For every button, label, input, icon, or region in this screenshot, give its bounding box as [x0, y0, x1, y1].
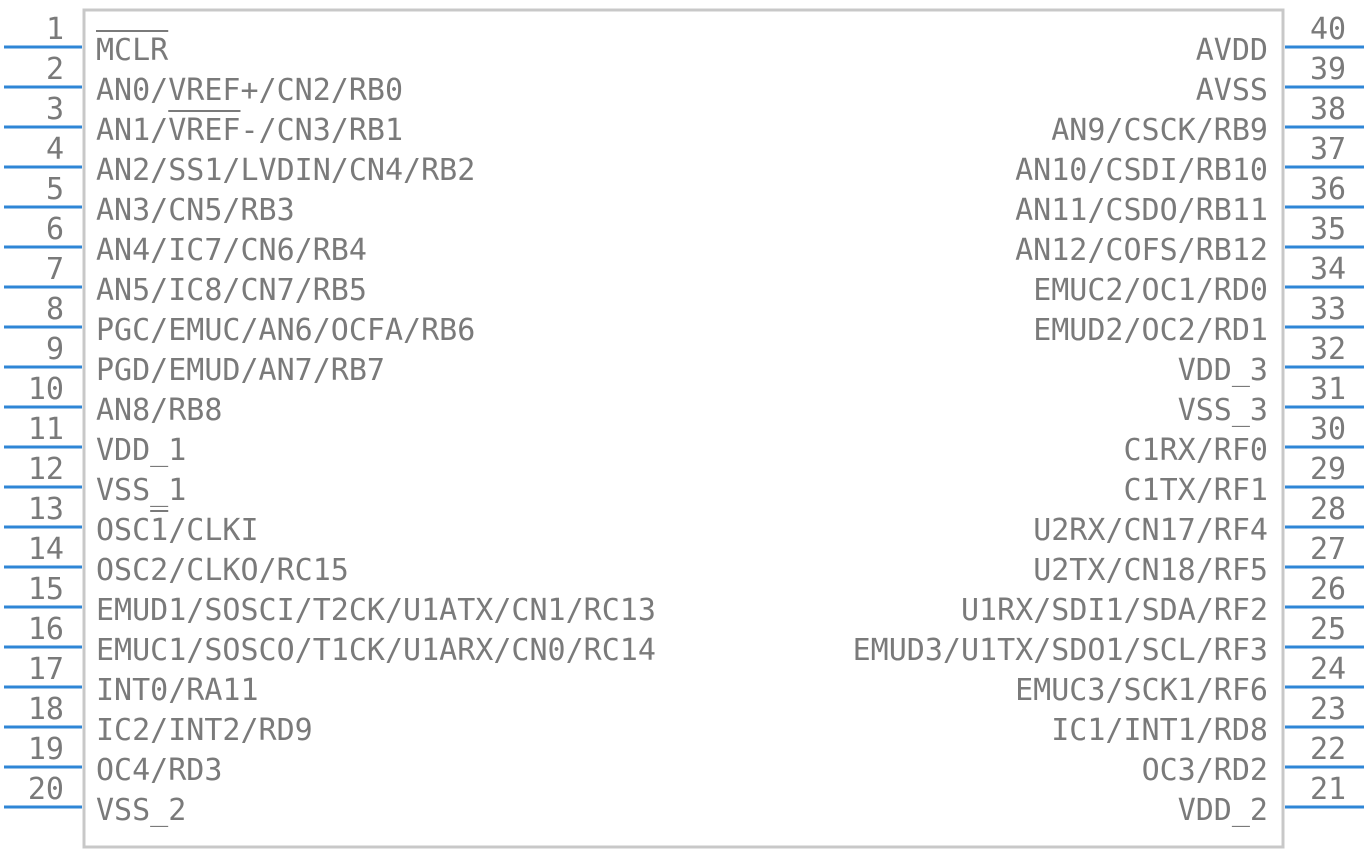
pin-13-label: OSC1/CLKI [96, 513, 259, 548]
pin-17-number: 17 [28, 652, 64, 687]
pin-25-label: EMUD3/U1TX/SDO1/SCL/RF3 [853, 633, 1268, 668]
pin-2-number: 2 [46, 52, 64, 87]
pin-28-number: 28 [1310, 492, 1346, 527]
pin-31-label: VSS_3 [1178, 393, 1268, 428]
pin-6-label: AN4/IC7/CN6/RB4 [96, 233, 367, 268]
pin-25-number: 25 [1310, 612, 1346, 647]
pin-32-label: VDD_3 [1178, 353, 1268, 388]
pin-15-label: EMUD1/SOSCI/T2CK/U1ATX/CN1/RC13 [96, 593, 656, 628]
pin-26-number: 26 [1310, 572, 1346, 607]
pin-37-number: 37 [1310, 132, 1346, 167]
pin-10-number: 10 [28, 372, 64, 407]
pin-30-number: 30 [1310, 412, 1346, 447]
pin-3-number: 3 [46, 92, 64, 127]
pin-29-label: C1TX/RF1 [1124, 473, 1269, 508]
pin-14-label: OSC2/CLKO/RC15 [96, 553, 349, 588]
pin-20-number: 20 [28, 772, 64, 807]
pin-7-label: AN5/IC8/CN7/RB5 [96, 273, 367, 308]
pin-18-number: 18 [28, 692, 64, 727]
pin-9-label: PGD/EMUD/AN7/RB7 [96, 353, 385, 388]
pin-27-label: U2TX/CN18/RF5 [1033, 553, 1268, 588]
pin-33-number: 33 [1310, 292, 1346, 327]
pin-39-label: AVSS [1196, 73, 1268, 108]
pin-34-label: EMUC2/OC1/RD0 [1033, 273, 1268, 308]
pin-1-number: 1 [46, 12, 64, 47]
pin-14-number: 14 [28, 532, 64, 567]
pin-18-label: IC2/INT2/RD9 [96, 713, 313, 748]
pin-4-label: AN2/SS1/LVDIN/CN4/RB2 [96, 153, 475, 188]
pin-15-number: 15 [28, 572, 64, 607]
pin-5-number: 5 [46, 172, 64, 207]
pin-13-number: 13 [28, 492, 64, 527]
pin-9-number: 9 [46, 332, 64, 367]
pin-7-number: 7 [46, 252, 64, 287]
pin-22-number: 22 [1310, 732, 1346, 767]
pin-37-label: AN10/CSDI/RB10 [1015, 153, 1268, 188]
pin-20-label: VSS_2 [96, 793, 186, 828]
pin-23-label: IC1/INT1/RD8 [1051, 713, 1268, 748]
pin-16-label: EMUC1/SOSCO/T1CK/U1ARX/CN0/RC14 [96, 633, 656, 668]
pin-19-number: 19 [28, 732, 64, 767]
pin-31-number: 31 [1310, 372, 1346, 407]
pin-23-number: 23 [1310, 692, 1346, 727]
pin-32-number: 32 [1310, 332, 1346, 367]
pin-28-label: U2RX/CN17/RF4 [1033, 513, 1268, 548]
pin-33-label: EMUD2/OC2/RD1 [1033, 313, 1268, 348]
pin-38-number: 38 [1310, 92, 1346, 127]
pin-40-label: AVDD [1196, 33, 1268, 68]
pin-27-number: 27 [1310, 532, 1346, 567]
pin-34-number: 34 [1310, 252, 1346, 287]
pin-10-label: AN8/RB8 [96, 393, 222, 428]
pin-30-label: C1RX/RF0 [1124, 433, 1269, 468]
pin-38-label: AN9/CSCK/RB9 [1051, 113, 1268, 148]
pin-6-number: 6 [46, 212, 64, 247]
pin-8-number: 8 [46, 292, 64, 327]
pin-16-number: 16 [28, 612, 64, 647]
pin-5-label: AN3/CN5/RB3 [96, 193, 295, 228]
pin-36-number: 36 [1310, 172, 1346, 207]
pin-12-label: VSS_1 [96, 473, 186, 508]
chip-body [82, 8, 1285, 849]
pin-17-label: INT0/RA11 [96, 673, 259, 708]
pin-21-number: 21 [1310, 772, 1346, 807]
pin-24-label: EMUC3/SCK1/RF6 [1015, 673, 1268, 708]
pin-8-label: PGC/EMUC/AN6/OCFA/RB6 [96, 313, 475, 348]
pin-11-number: 11 [28, 412, 64, 447]
pin-19-label: OC4/RD3 [96, 753, 222, 788]
pin-35-number: 35 [1310, 212, 1346, 247]
pin-39-number: 39 [1310, 52, 1346, 87]
pin-29-number: 29 [1310, 452, 1346, 487]
pin-26-label: U1RX/SDI1/SDA/RF2 [961, 593, 1268, 628]
pin-35-label: AN12/COFS/RB12 [1015, 233, 1268, 268]
pin-4-number: 4 [46, 132, 64, 167]
pin-2-label: AN0/VREF+/CN2/RB0 [96, 73, 403, 108]
pin-21-label: VDD_2 [1178, 793, 1268, 828]
pin-1-label: MCLR [96, 33, 169, 68]
pin-12-number: 12 [28, 452, 64, 487]
pin-11-label: VDD_1 [96, 433, 186, 468]
pin-24-number: 24 [1310, 652, 1346, 687]
pin-22-label: OC3/RD2 [1142, 753, 1268, 788]
pin-3-label: AN1/VREF-/CN3/RB1 [96, 113, 403, 148]
pin-40-number: 40 [1310, 12, 1346, 47]
pin-36-label: AN11/CSDO/RB11 [1015, 193, 1268, 228]
